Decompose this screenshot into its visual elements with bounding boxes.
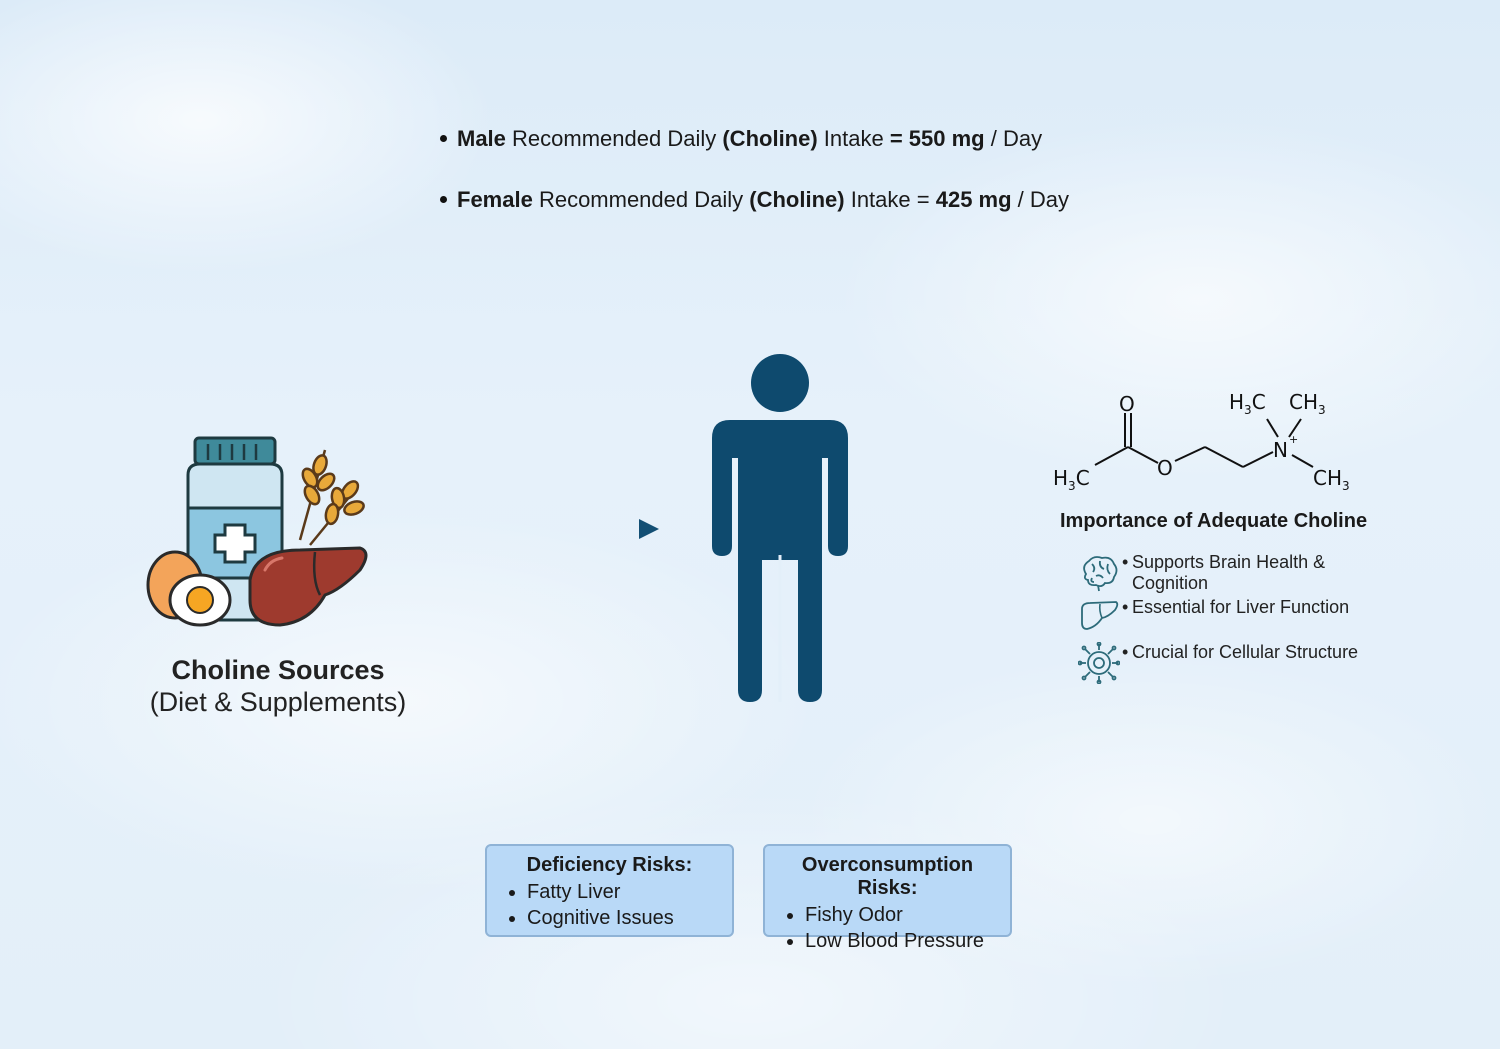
- methyl-left: H3C: [1053, 466, 1090, 493]
- overconsumption-risks-box: Overconsumption Risks: Fishy Odor Low Bl…: [763, 844, 1012, 952]
- importance-text: Supports Brain Health & Cognition: [1132, 552, 1326, 593]
- male-intake-line: Male Recommended Daily (Choline) Intake …: [440, 126, 1042, 152]
- bullet: •: [1122, 642, 1129, 662]
- female-amount: 425 mg: [935, 187, 1012, 212]
- male-amount: = 550 mg: [889, 126, 985, 151]
- overconsumption-risks-title: Overconsumption Risks:: [801, 854, 974, 899]
- importance-text: Essential for Liver Function: [1132, 597, 1350, 617]
- liver-icon: [1081, 601, 1119, 630]
- choline-molecule-diagram: O O N + H3C H3C CH3 CH3: [1053, 390, 1350, 493]
- importance-item: •Crucial for Cellular Structure: [1078, 642, 1378, 686]
- deficiency-risks-title: Deficiency Risks:: [526, 854, 693, 876]
- bullet: •: [1122, 552, 1129, 572]
- unit-text: / Day: [1011, 187, 1070, 212]
- list-item: Low Blood Pressure: [805, 928, 998, 954]
- male-label: Male: [457, 126, 506, 151]
- liver-icon: [248, 546, 368, 627]
- cell-icon: [1078, 642, 1120, 684]
- sources-subtitle: (Diet & Supplements): [149, 687, 407, 717]
- wheat-icon: [298, 449, 365, 546]
- bullet: [440, 134, 447, 142]
- nitrogen: N: [1273, 438, 1288, 462]
- flow-arrow: [427, 519, 659, 539]
- nutrient-label: (Choline): [722, 126, 818, 151]
- female-intake-line: Female Recommended Daily (Choline) Intak…: [440, 187, 1069, 213]
- list-item: Cognitive Issues: [527, 905, 720, 931]
- importance-text: Crucial for Cellular Structure: [1132, 642, 1359, 662]
- sources-title: Choline Sources: [171, 655, 385, 685]
- unit-text: / Day: [984, 126, 1043, 151]
- importance-title: Importance of Adequate Choline: [1060, 510, 1368, 532]
- nutrient-label: (Choline): [749, 187, 845, 212]
- bullet: [440, 195, 447, 203]
- intake-text: Recommended Daily: [532, 187, 750, 212]
- deficiency-risks-list: Fatty Liver Cognitive Issues: [499, 879, 720, 931]
- methyl-right: CH3: [1313, 466, 1350, 493]
- ester-oxygen: O: [1157, 456, 1173, 480]
- importance-item: •Supports Brain Health & Cognition: [1078, 552, 1378, 596]
- overconsumption-risks-list: Fishy Odor Low Blood Pressure: [777, 902, 998, 954]
- bullet: •: [1122, 597, 1129, 617]
- brain-icon: [1083, 556, 1118, 592]
- list-item: Fishy Odor: [805, 902, 998, 928]
- nitrogen-charge: +: [1289, 433, 1298, 446]
- carbonyl-oxygen: O: [1119, 392, 1135, 416]
- female-label: Female: [457, 187, 533, 212]
- intake-text: Intake: [817, 126, 890, 151]
- choline-sources-icon: [146, 436, 368, 627]
- methyl-top-left: H3C: [1229, 390, 1266, 417]
- egg-icon: [146, 550, 232, 627]
- intake-text: Intake =: [844, 187, 936, 212]
- deficiency-risks-box: Deficiency Risks: Fatty Liver Cognitive …: [485, 844, 734, 937]
- human-figure-icon: [712, 354, 848, 702]
- importance-item: •Essential for Liver Function: [1078, 597, 1378, 641]
- methyl-top-right: CH3: [1289, 390, 1326, 417]
- intake-text: Recommended Daily: [505, 126, 723, 151]
- list-item: Fatty Liver: [527, 879, 720, 905]
